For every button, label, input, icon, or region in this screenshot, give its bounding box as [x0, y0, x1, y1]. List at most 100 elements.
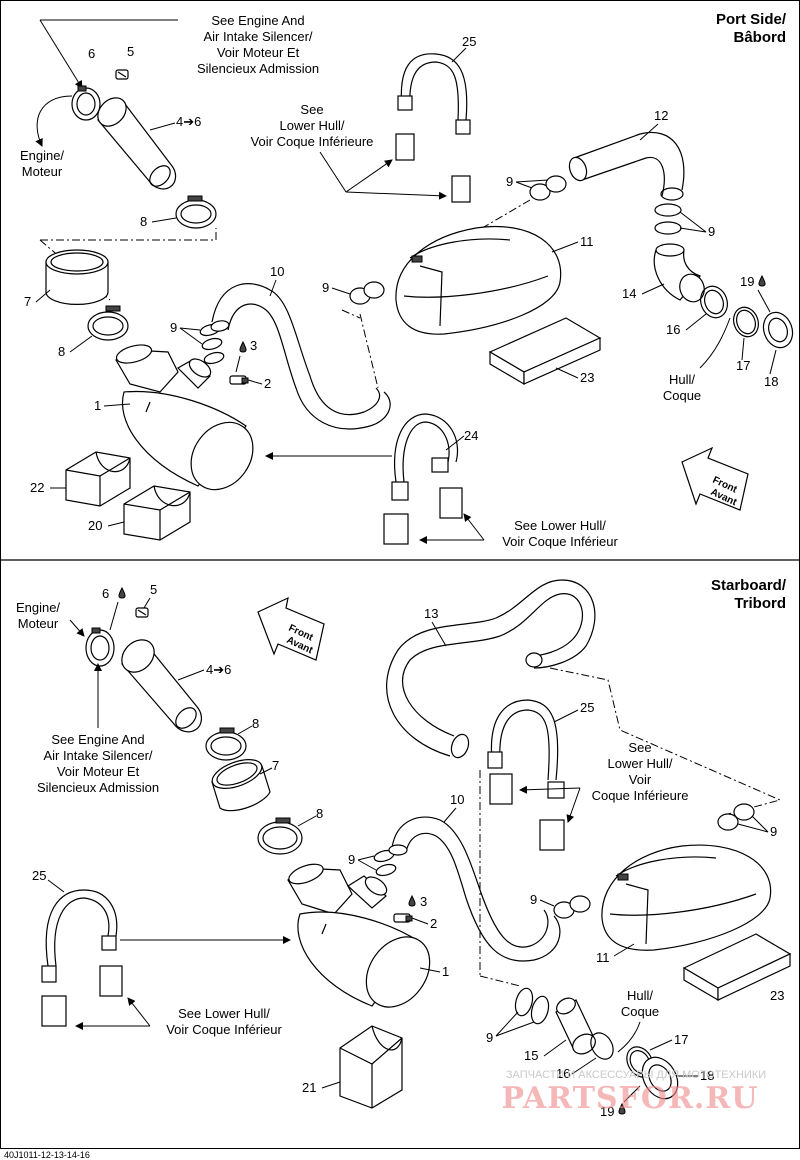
port-callout-10: 10	[270, 264, 284, 279]
port-callout-7: 7	[24, 294, 31, 309]
stbd-see-engine-2: Air Intake Silencer/	[43, 748, 152, 763]
stbd-see-engine-4: Silencieux Admission	[37, 780, 159, 795]
stbd-part-5	[135, 607, 149, 618]
port-callout-2: 2	[264, 376, 271, 391]
stbd-lower-hull-right-3: Voir	[629, 772, 652, 787]
stbd-pipe-13	[386, 579, 596, 759]
port-ring-17	[733, 306, 759, 338]
port-see-engine-2: Air Intake Silencer/	[203, 29, 312, 44]
port-callout-9b: 9	[708, 224, 715, 239]
stbd-engine-1: Engine/	[16, 600, 60, 615]
port-title-line1: Port Side/	[716, 11, 787, 28]
port-drop-19	[758, 274, 766, 287]
stbd-fitting-15	[555, 997, 596, 1055]
port-callout-17: 17	[736, 358, 750, 373]
stbd-callout-23: 23	[770, 988, 784, 1003]
stbd-support-21	[339, 1025, 403, 1109]
port-support-22	[65, 451, 131, 507]
stbd-lower-hull-bottom-1: See Lower Hull/	[178, 1006, 270, 1021]
port-hull-2: Coque	[663, 388, 701, 403]
port-hull-1: Hull/	[669, 372, 695, 387]
port-callout-8b: 8	[58, 344, 65, 359]
stbd-callout-9d: 9	[486, 1030, 493, 1045]
port-part-5	[115, 69, 129, 80]
stbd-drop-19	[618, 1102, 626, 1115]
port-callout-4-6: 4➔6	[176, 114, 201, 129]
stbd-clamps-9d	[514, 987, 550, 1025]
stbd-tank-11	[601, 844, 772, 951]
stbd-callout-19: 19	[600, 1104, 614, 1119]
stbd-hull-2: Coque	[621, 1004, 659, 1019]
stbd-muffler-1	[287, 863, 431, 1008]
port-tank-11	[395, 226, 562, 335]
port-clamps-9c	[349, 281, 385, 305]
port-callout-11: 11	[580, 234, 594, 249]
port-title-line2: Bâbord	[734, 29, 787, 46]
port-callout-9a: 9	[506, 174, 513, 189]
stbd-callout-11: 11	[596, 950, 610, 965]
port-clamp-8b	[87, 305, 129, 341]
watermark-top-text: ЗАПЧАСТИ И АКСЕССУАРЫ ДЛЯ МОТОТЕХНИКИ	[506, 1069, 766, 1081]
stbd-sleeve-7	[211, 759, 271, 812]
stbd-callout-6: 6	[102, 586, 109, 601]
port-clamp-6	[71, 85, 101, 121]
port-muffler-1	[115, 344, 254, 491]
stbd-callout-5: 5	[150, 582, 157, 597]
stbd-callout-17: 17	[674, 1032, 688, 1047]
stbd-see-engine-3: Voir Moteur Et	[57, 764, 140, 779]
port-pipe-12	[568, 131, 685, 201]
stbd-see-engine-1: See Engine And	[51, 732, 144, 747]
port-nut-18	[762, 311, 794, 349]
port-engine-1: Engine/	[20, 148, 64, 163]
port-lower-hull-top-1: See	[300, 102, 323, 117]
reference-code: 40J1011-12-13-14-16	[4, 1150, 90, 1160]
port-hose-4-6	[97, 97, 177, 190]
stbd-title-line1: Starboard/	[711, 577, 787, 594]
stbd-callout-9a: 9	[348, 852, 355, 867]
stbd-engine-2: Moteur	[18, 616, 59, 631]
port-callout-3: 3	[250, 338, 257, 353]
port-block-23	[488, 317, 602, 386]
port-see-engine-4: Silencieux Admission	[197, 61, 319, 76]
port-sleeve-7	[45, 249, 109, 305]
stbd-strap-25b	[41, 889, 123, 1027]
stbd-clamp-8a	[205, 727, 247, 761]
stbd-callout-9b: 9	[770, 824, 777, 839]
port-callout-9c: 9	[322, 280, 329, 295]
stbd-callout-8b: 8	[316, 806, 323, 821]
port-hose-10	[210, 283, 391, 430]
port-see-engine-1: See Engine And	[211, 13, 304, 28]
stbd-block-23	[682, 933, 792, 1002]
stbd-clamps-9b	[717, 803, 755, 831]
port-clamp-8a	[175, 195, 217, 229]
port-callout-6: 6	[88, 46, 95, 61]
stbd-nut-18	[641, 1056, 679, 1100]
port-see-engine-3: Voir Moteur Et	[217, 45, 300, 60]
stbd-clamps-9c	[553, 895, 591, 919]
stbd-fitting-2	[393, 913, 413, 923]
stbd-callout-16: 16	[556, 1066, 570, 1081]
port-callout-23: 23	[580, 370, 594, 385]
port-strap-24	[383, 413, 463, 545]
port-strap-25	[395, 53, 471, 203]
port-callout-9d: 9	[170, 320, 177, 335]
stbd-strap-25a	[487, 699, 565, 851]
stbd-lower-hull-right-4: Coque Inférieure	[592, 788, 689, 803]
port-callout-24: 24	[464, 428, 478, 443]
port-callout-18: 18	[764, 374, 778, 389]
stbd-callout-9c: 9	[530, 892, 537, 907]
port-lower-hull-top-2: Lower Hull/	[279, 118, 344, 133]
port-clamps-9a	[529, 175, 567, 201]
watermark-logo-text: PARTSFOR.RU	[502, 1081, 759, 1116]
stbd-callout-8a: 8	[252, 716, 259, 731]
port-fitting-2	[229, 375, 249, 385]
stbd-gasket-16	[590, 1032, 614, 1060]
port-clamps-9b	[654, 203, 682, 235]
port-callout-8a: 8	[140, 214, 147, 229]
port-engine-2: Moteur	[22, 164, 63, 179]
port-lower-hull-top-3: Voir Coque Inférieure	[251, 134, 374, 149]
port-callout-25: 25	[462, 34, 476, 49]
port-gasket-16	[700, 285, 728, 319]
port-lower-hull-bottom-2: Voir Coque Inférieur	[502, 534, 618, 549]
